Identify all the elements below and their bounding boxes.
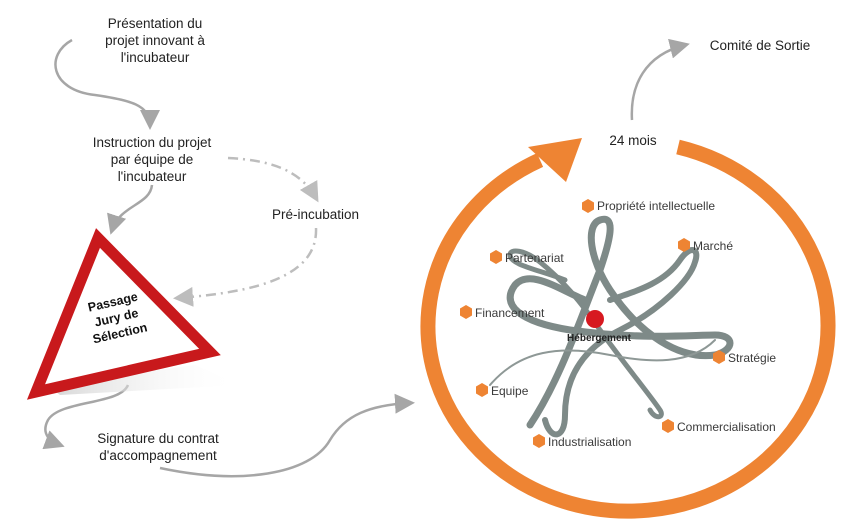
svg-text:Propriété intellectuelle: Propriété intellectuelle	[597, 199, 715, 213]
hex-icon	[533, 434, 545, 448]
connector-jury-step4	[42, 384, 130, 450]
cycle-duration-label: 24 mois	[609, 133, 657, 148]
hex-icon	[678, 238, 690, 252]
knot-graphic	[489, 215, 734, 438]
hebergement-dot	[586, 310, 604, 328]
step-presentation: Présentation du projet innovant à l'incu…	[80, 15, 230, 66]
step-presentation-line: projet innovant à	[105, 33, 205, 48]
svg-text:Equipe: Equipe	[491, 384, 529, 398]
hex-icon	[713, 350, 725, 364]
svg-text:Partenariat: Partenariat	[505, 251, 564, 265]
hex-icon	[662, 419, 674, 433]
svg-text:Marché: Marché	[693, 239, 733, 253]
step-signature-line: Signature du contrat	[97, 431, 219, 446]
step-presentation-line: l'incubateur	[120, 50, 190, 65]
step-presentation-line: Présentation du	[107, 16, 203, 31]
connector-preincubation-back	[173, 227, 318, 307]
svg-text:Financement: Financement	[475, 306, 545, 320]
hex-icon	[490, 250, 502, 264]
svg-text:Stratégie: Stratégie	[728, 351, 776, 365]
svg-text:Industrialisation: Industrialisation	[548, 435, 631, 449]
hebergement-label: Hébergement	[567, 333, 632, 344]
exit-committee-label: Comité de Sortie	[709, 38, 811, 53]
item-financement: Financement	[460, 305, 545, 320]
step-instruction-line: Instruction du projet	[92, 135, 212, 150]
connector-step2-jury	[107, 184, 154, 235]
item-equipe: Equipe	[476, 383, 529, 398]
item-partenariat: Partenariat	[490, 250, 564, 265]
step-instruction-line: par équipe de	[110, 152, 194, 167]
cycle-duration: 24 mois	[598, 132, 668, 149]
hex-icon	[476, 383, 488, 397]
step-instruction: Instruction du projet par équipe de l'in…	[72, 134, 232, 185]
connector-to-preincubation	[227, 156, 319, 203]
item-commercialisation: Commercialisation	[662, 419, 776, 434]
triangle-shadow	[48, 365, 240, 395]
cycle-ring	[420, 139, 836, 519]
step-signature-line: d'accompagnement	[99, 448, 217, 463]
jury-triangle	[26, 228, 221, 400]
item-industrialisation: Industrialisation	[533, 434, 631, 449]
step-preincubation-label: Pré-incubation	[271, 207, 360, 222]
step-signature: Signature du contrat d'accompagnement	[68, 430, 248, 464]
item-marche: Marché	[678, 238, 733, 253]
exit-committee: Comité de Sortie	[695, 37, 825, 54]
svg-text:Commercialisation: Commercialisation	[677, 420, 776, 434]
hex-icon	[460, 305, 472, 319]
connector-step4-cycle	[159, 393, 415, 478]
step-instruction-line: l'incubateur	[117, 169, 187, 184]
connector-cycle-exit	[630, 38, 690, 121]
step-preincubation: Pré-incubation	[258, 206, 373, 223]
connector-step1-step2	[54, 38, 160, 130]
hex-icon	[582, 199, 594, 213]
cycle-ring-arrowhead	[528, 138, 582, 182]
item-strategie: Stratégie	[713, 350, 776, 365]
item-pi: Propriété intellectuelle	[582, 199, 715, 213]
